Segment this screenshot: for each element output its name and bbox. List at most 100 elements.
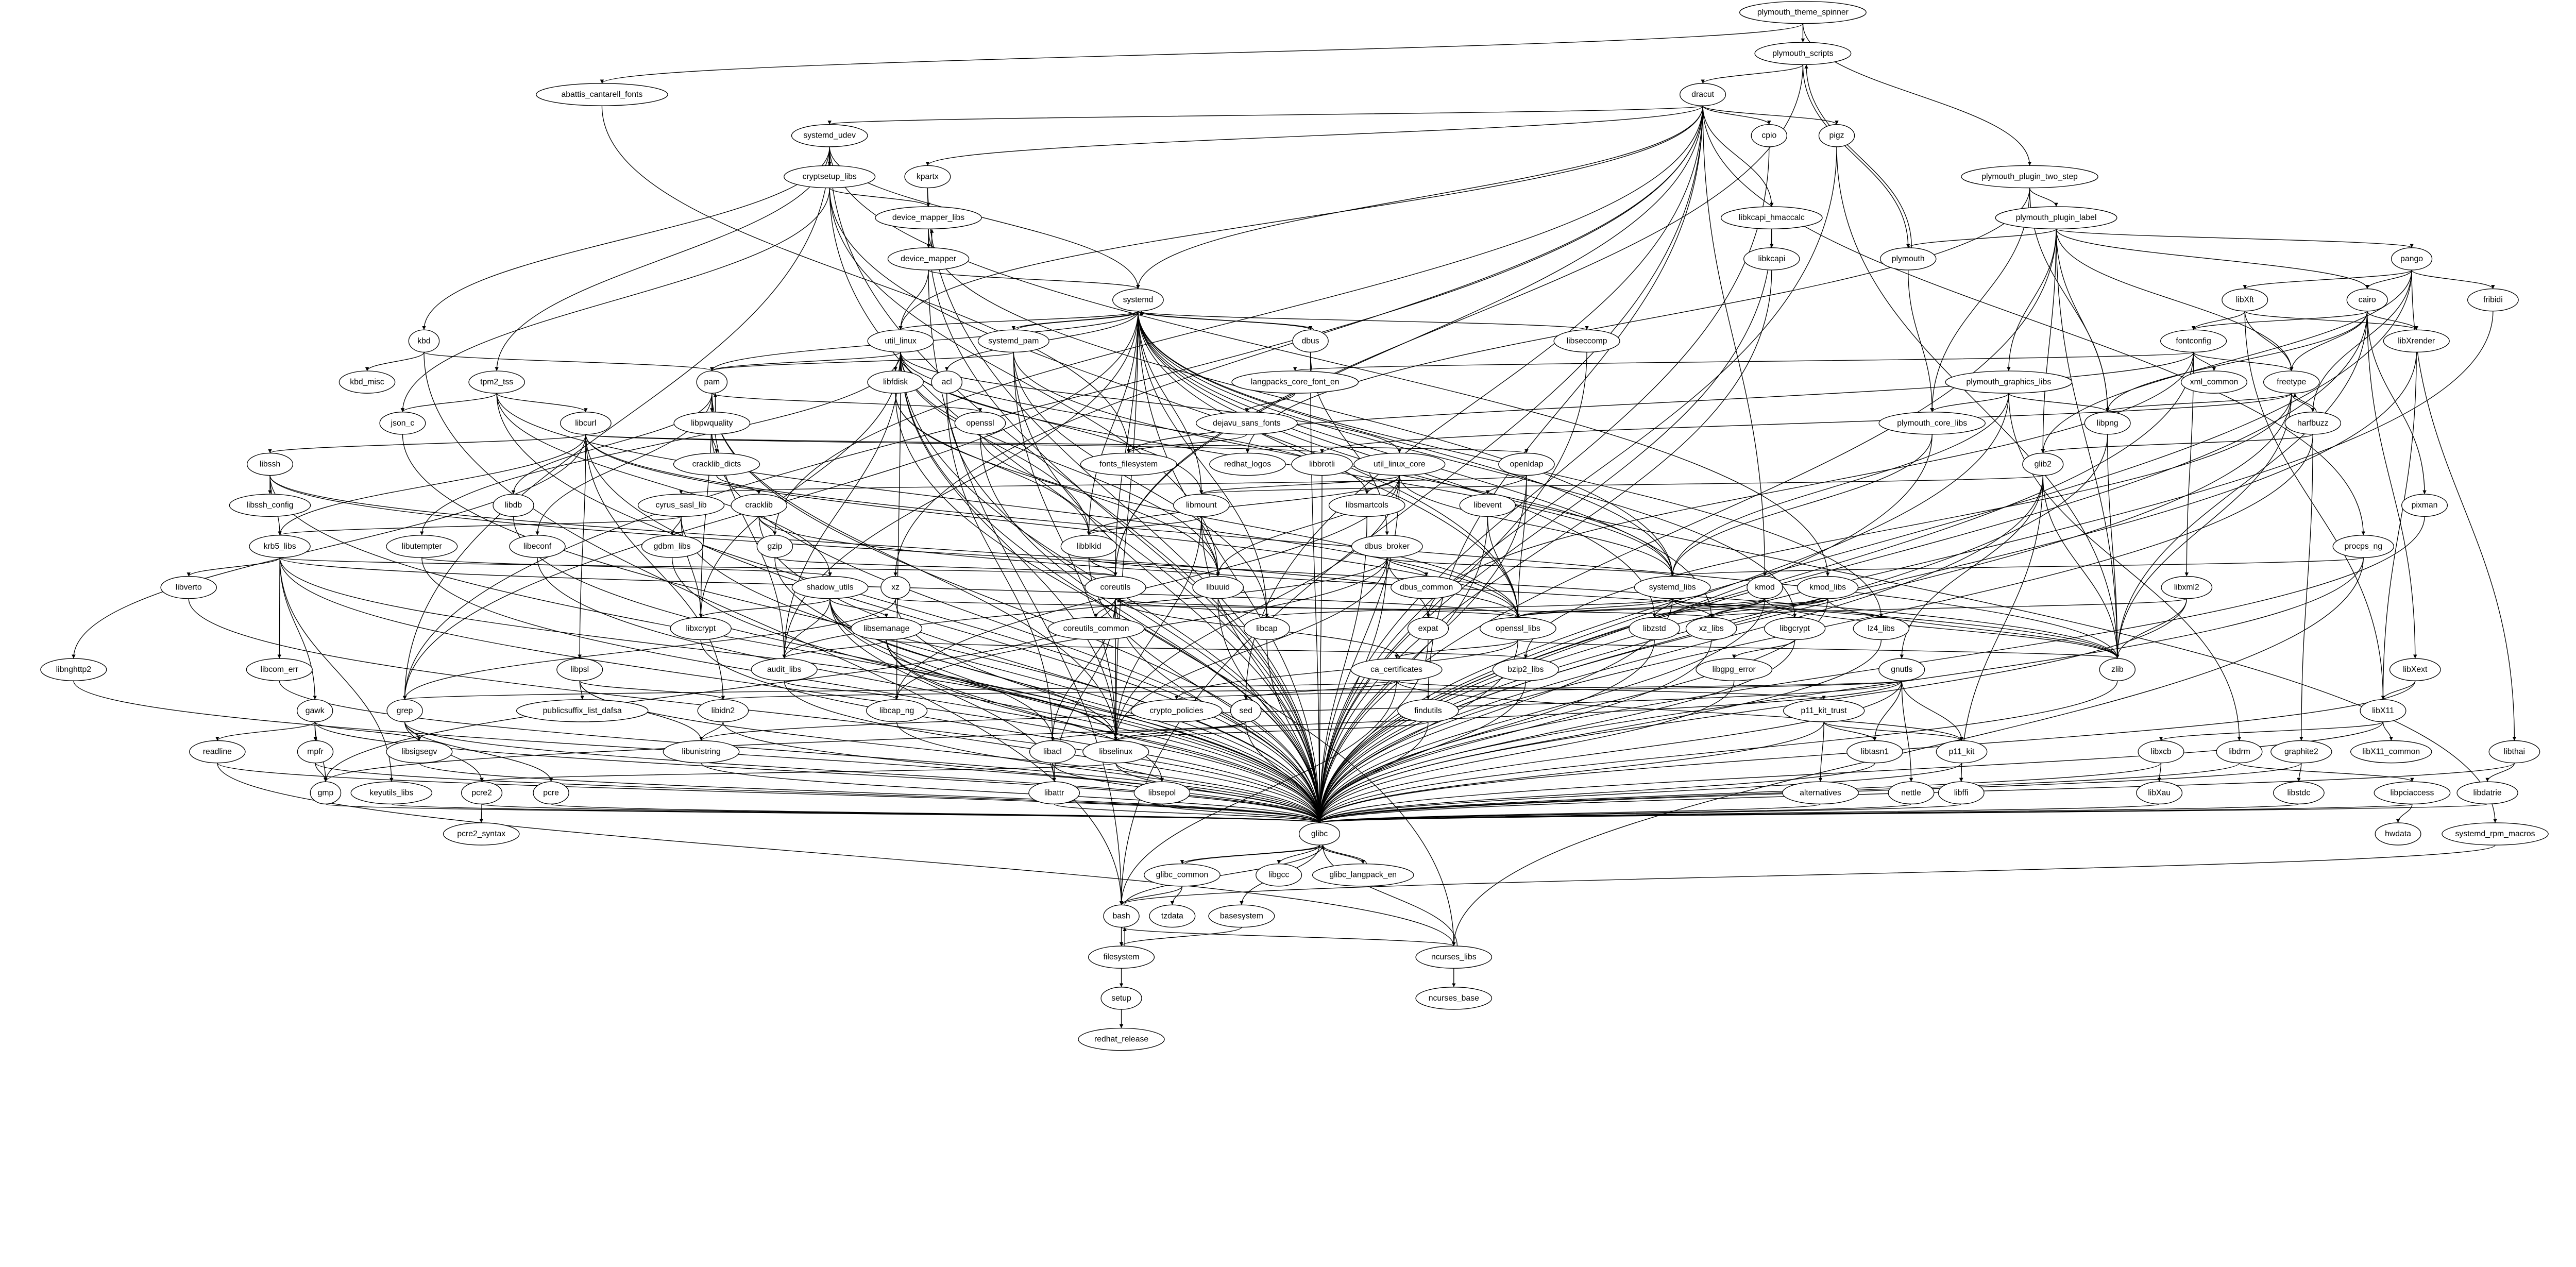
node-libX11[interactable]: libX11 bbox=[2360, 699, 2406, 722]
node-plymouth_core_libs[interactable]: plymouth_core_libs bbox=[1878, 412, 1986, 435]
node-glibc_langpack_en[interactable]: glibc_langpack_en bbox=[1312, 863, 1414, 887]
node-bzip2_libs[interactable]: bzip2_libs bbox=[1492, 658, 1559, 681]
node-expat[interactable]: expat bbox=[1407, 617, 1449, 640]
node-libcom_err[interactable]: libcom_err bbox=[246, 658, 313, 681]
node-readline[interactable]: readline bbox=[189, 740, 246, 764]
node-libX11_common[interactable]: libX11_common bbox=[2350, 740, 2432, 764]
node-libpng[interactable]: libpng bbox=[2084, 412, 2131, 435]
node-libpwquality[interactable]: libpwquality bbox=[673, 412, 751, 435]
node-audit_libs[interactable]: audit_libs bbox=[751, 658, 818, 681]
node-filesystem[interactable]: filesystem bbox=[1088, 945, 1155, 969]
node-libgcrypt[interactable]: libgcrypt bbox=[1764, 617, 1826, 640]
node-libattr[interactable]: libattr bbox=[1028, 781, 1080, 805]
node-basesystem[interactable]: basesystem bbox=[1208, 904, 1275, 928]
node-plymouth_theme_spinner[interactable]: plymouth_theme_spinner bbox=[1739, 1, 1867, 24]
node-libsmartcols[interactable]: libsmartcols bbox=[1328, 494, 1405, 517]
node-bash[interactable]: bash bbox=[1103, 904, 1140, 928]
node-libzstd[interactable]: libzstd bbox=[1629, 617, 1681, 640]
node-kbd_misc[interactable]: kbd_misc bbox=[338, 370, 396, 394]
node-freetype[interactable]: freetype bbox=[2263, 370, 2320, 394]
node-abattis_cantarell_fonts[interactable]: abattis_cantarell_fonts bbox=[536, 83, 668, 106]
node-device_mapper_libs[interactable]: device_mapper_libs bbox=[875, 206, 982, 229]
node-libnghttp2[interactable]: libnghttp2 bbox=[40, 658, 107, 681]
node-libcap[interactable]: libcap bbox=[1243, 617, 1290, 640]
node-gmp[interactable]: gmp bbox=[310, 781, 342, 805]
node-cracklib_dicts[interactable]: cracklib_dicts bbox=[673, 452, 760, 476]
node-json_c[interactable]: json_c bbox=[379, 412, 426, 435]
node-plymouth_plugin_two_step[interactable]: plymouth_plugin_two_step bbox=[1961, 165, 2098, 189]
node-libsemanage[interactable]: libsemanage bbox=[851, 617, 923, 640]
node-libcurl[interactable]: libcurl bbox=[560, 412, 612, 435]
node-gdbm_libs[interactable]: gdbm_libs bbox=[641, 535, 703, 558]
node-procps_ng[interactable]: procps_ng bbox=[2332, 535, 2394, 558]
node-redhat_release[interactable]: redhat_release bbox=[1078, 1027, 1165, 1051]
node-systemd_pam[interactable]: systemd_pam bbox=[977, 329, 1049, 353]
node-xml_common[interactable]: xml_common bbox=[2180, 370, 2248, 394]
node-dbus[interactable]: dbus bbox=[1292, 329, 1329, 353]
node-libeconf[interactable]: libeconf bbox=[509, 535, 566, 558]
node-libxcb[interactable]: libxcb bbox=[2138, 740, 2184, 764]
node-libsepol[interactable]: libsepol bbox=[1133, 781, 1191, 805]
node-dbus_common[interactable]: dbus_common bbox=[1391, 576, 1463, 599]
node-libuuid[interactable]: libuuid bbox=[1192, 576, 1244, 599]
node-setup[interactable]: setup bbox=[1100, 987, 1142, 1010]
node-libselinux[interactable]: libselinux bbox=[1082, 740, 1149, 764]
node-pcre2[interactable]: pcre2 bbox=[461, 781, 503, 805]
node-libcap_ng[interactable]: libcap_ng bbox=[866, 699, 928, 722]
node-pcre2_syntax[interactable]: pcre2_syntax bbox=[443, 822, 520, 846]
node-ca_certificates[interactable]: ca_certificates bbox=[1350, 658, 1443, 681]
node-krb5_libs[interactable]: krb5_libs bbox=[249, 535, 311, 558]
node-kmod[interactable]: kmod bbox=[1747, 576, 1783, 599]
node-ncurses_libs[interactable]: ncurses_libs bbox=[1415, 945, 1493, 969]
node-tzdata[interactable]: tzdata bbox=[1149, 904, 1196, 928]
node-libdrm[interactable]: libdrm bbox=[2216, 740, 2263, 764]
node-fonts_filesystem[interactable]: fonts_filesystem bbox=[1080, 452, 1177, 476]
node-libpciaccess[interactable]: libpciaccess bbox=[2374, 781, 2451, 805]
node-libsigsegv[interactable]: libsigsegv bbox=[386, 740, 453, 764]
node-gawk[interactable]: gawk bbox=[296, 699, 333, 722]
node-libevent[interactable]: libevent bbox=[1459, 494, 1516, 517]
node-kpartx[interactable]: kpartx bbox=[904, 165, 951, 189]
node-plymouth_plugin_label[interactable]: plymouth_plugin_label bbox=[1995, 206, 2117, 229]
node-kmod_libs[interactable]: kmod_libs bbox=[1797, 576, 1859, 599]
node-systemd[interactable]: systemd bbox=[1112, 288, 1164, 312]
node-tpm2_tss[interactable]: tpm2_tss bbox=[468, 370, 525, 394]
node-libxcrypt[interactable]: libxcrypt bbox=[670, 617, 732, 640]
node-libssh[interactable]: libssh bbox=[246, 452, 294, 476]
node-mpfr[interactable]: mpfr bbox=[297, 740, 334, 764]
node-libXrender[interactable]: libXrender bbox=[2383, 329, 2450, 353]
node-libXext[interactable]: libXext bbox=[2389, 658, 2441, 681]
node-graphite2[interactable]: graphite2 bbox=[2270, 740, 2332, 764]
node-libblkid[interactable]: libblkid bbox=[1060, 535, 1117, 558]
node-harfbuzz[interactable]: harfbuzz bbox=[2284, 412, 2342, 435]
node-pixman[interactable]: pixman bbox=[2401, 494, 2448, 517]
node-pam[interactable]: pam bbox=[696, 370, 728, 394]
node-plymouth[interactable]: plymouth bbox=[1879, 247, 1937, 271]
node-findutils[interactable]: findutils bbox=[1397, 699, 1459, 722]
node-glibc_common[interactable]: glibc_common bbox=[1144, 863, 1221, 887]
node-fribidi[interactable]: fribidi bbox=[2467, 288, 2519, 312]
node-p11_kit[interactable]: p11_kit bbox=[1936, 740, 1988, 764]
node-plymouth_scripts[interactable]: plymouth_scripts bbox=[1754, 42, 1852, 65]
node-openldap[interactable]: openldap bbox=[1498, 452, 1555, 476]
node-libthai[interactable]: libthai bbox=[2488, 740, 2540, 764]
node-systemd_rpm_macros[interactable]: systemd_rpm_macros bbox=[2442, 822, 2549, 846]
node-xz[interactable]: xz bbox=[880, 576, 910, 599]
node-cracklib[interactable]: cracklib bbox=[731, 494, 787, 517]
node-util_linux_core[interactable]: util_linux_core bbox=[1353, 452, 1446, 476]
node-ncurses_base[interactable]: ncurses_base bbox=[1415, 987, 1493, 1010]
node-libmount[interactable]: libmount bbox=[1173, 494, 1230, 517]
node-device_mapper[interactable]: device_mapper bbox=[887, 247, 970, 271]
node-fontconfig[interactable]: fontconfig bbox=[2160, 329, 2227, 353]
node-openssl_libs[interactable]: openssl_libs bbox=[1479, 617, 1556, 640]
node-acl[interactable]: acl bbox=[931, 370, 963, 394]
node-glibc[interactable]: glibc bbox=[1298, 822, 1341, 846]
node-libseccomp[interactable]: libseccomp bbox=[1553, 329, 1620, 353]
node-libxml2[interactable]: libxml2 bbox=[2161, 576, 2213, 599]
node-cpio[interactable]: cpio bbox=[1751, 124, 1788, 147]
node-libbrotli[interactable]: libbrotli bbox=[1291, 452, 1353, 476]
node-dbus_broker[interactable]: dbus_broker bbox=[1351, 535, 1423, 558]
node-coreutils_common[interactable]: coreutils_common bbox=[1047, 617, 1145, 640]
node-shadow_utils[interactable]: shadow_utils bbox=[791, 576, 869, 599]
node-plymouth_graphics_libs[interactable]: plymouth_graphics_libs bbox=[1945, 370, 2073, 394]
